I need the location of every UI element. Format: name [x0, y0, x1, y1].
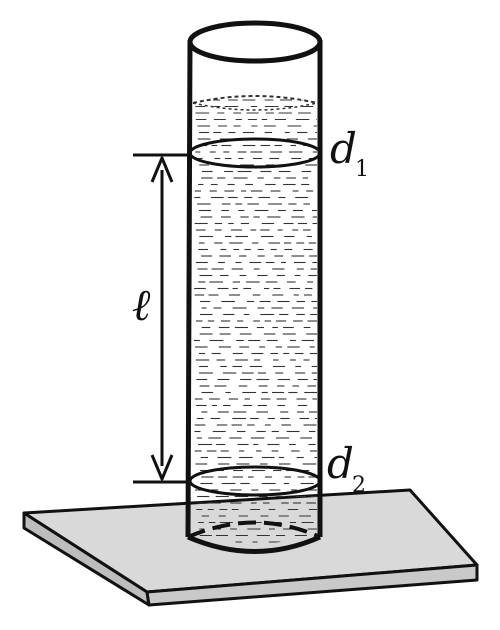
- ring-d1: [188, 137, 322, 169]
- label-d1: d 1: [330, 124, 369, 182]
- liquid-fill: [194, 99, 317, 543]
- base-plate-right: [145, 563, 479, 607]
- length-label: ℓ: [132, 280, 151, 331]
- cylinder-bottom-back: [187, 520, 321, 539]
- liquid-surface-front: [192, 102, 318, 111]
- ring-d2: [188, 465, 322, 497]
- cylinder-top-rim: [187, 20, 323, 64]
- label-d1-main: d: [330, 124, 357, 173]
- cylinder-bottom-front: [187, 534, 322, 554]
- label-d2-main: d: [327, 439, 354, 488]
- cylinder-left-wall: [185, 39, 193, 538]
- label-d1-sub: 1: [355, 157, 369, 182]
- arrow-head-top: [150, 156, 174, 183]
- label-d2: d 2: [327, 439, 366, 498]
- arrow-head-bottom: [150, 454, 174, 481]
- length-dimension-arrow: [150, 156, 174, 481]
- base-plate: [22, 488, 479, 607]
- cylinder: [185, 20, 323, 554]
- label-d2-sub: 2: [352, 473, 366, 498]
